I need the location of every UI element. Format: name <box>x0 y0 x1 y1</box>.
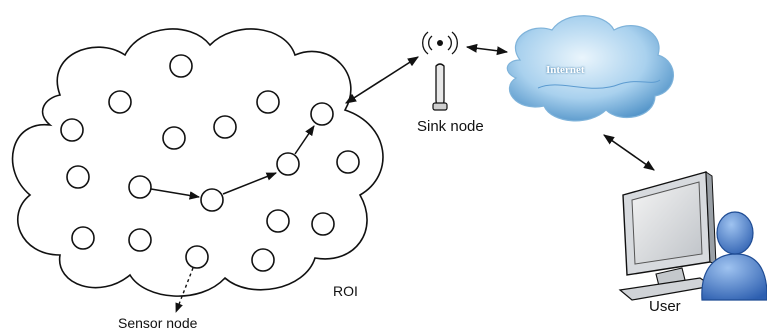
sensor-node <box>213 115 237 139</box>
sink-node-label: Sink node <box>417 118 484 135</box>
sensor-node <box>336 150 360 174</box>
sensor-node <box>71 226 95 250</box>
sensor-node <box>66 165 90 189</box>
sensor-node <box>266 209 290 233</box>
sensor-node <box>185 245 209 269</box>
field-sink-arrow <box>345 56 419 104</box>
sensor-node <box>200 188 224 212</box>
sensor-node <box>169 54 193 78</box>
cloud-icon <box>506 15 674 122</box>
sensor-node-label: Sensor node <box>118 315 198 331</box>
sensor-nodes <box>60 54 360 272</box>
computer-monitor-icon <box>618 171 717 301</box>
hop-arrow <box>294 125 315 155</box>
user-label: User <box>649 298 681 315</box>
sink-internet-arrow <box>465 43 509 56</box>
internet-label: Internet <box>546 64 585 76</box>
sensor-node <box>251 248 275 272</box>
sensor-node <box>108 90 132 114</box>
sensor-node <box>276 152 300 176</box>
roi-label: ROI <box>333 283 358 299</box>
hop-arrow <box>222 172 277 195</box>
routing-arrows <box>150 125 315 200</box>
sensor-node-pointer <box>175 267 194 313</box>
sensor-node <box>162 126 186 150</box>
sensor-node <box>311 212 335 236</box>
sensor-node <box>60 118 84 142</box>
antenna-icon <box>422 31 458 111</box>
sensor-node <box>310 102 334 126</box>
user-icon <box>701 211 767 301</box>
sensor-node <box>128 175 152 199</box>
roi-cloud <box>11 28 384 297</box>
hop-arrow <box>150 188 201 200</box>
sensor-node <box>128 228 152 252</box>
internet-user-arrow <box>603 134 655 171</box>
sensor-node <box>256 90 280 114</box>
